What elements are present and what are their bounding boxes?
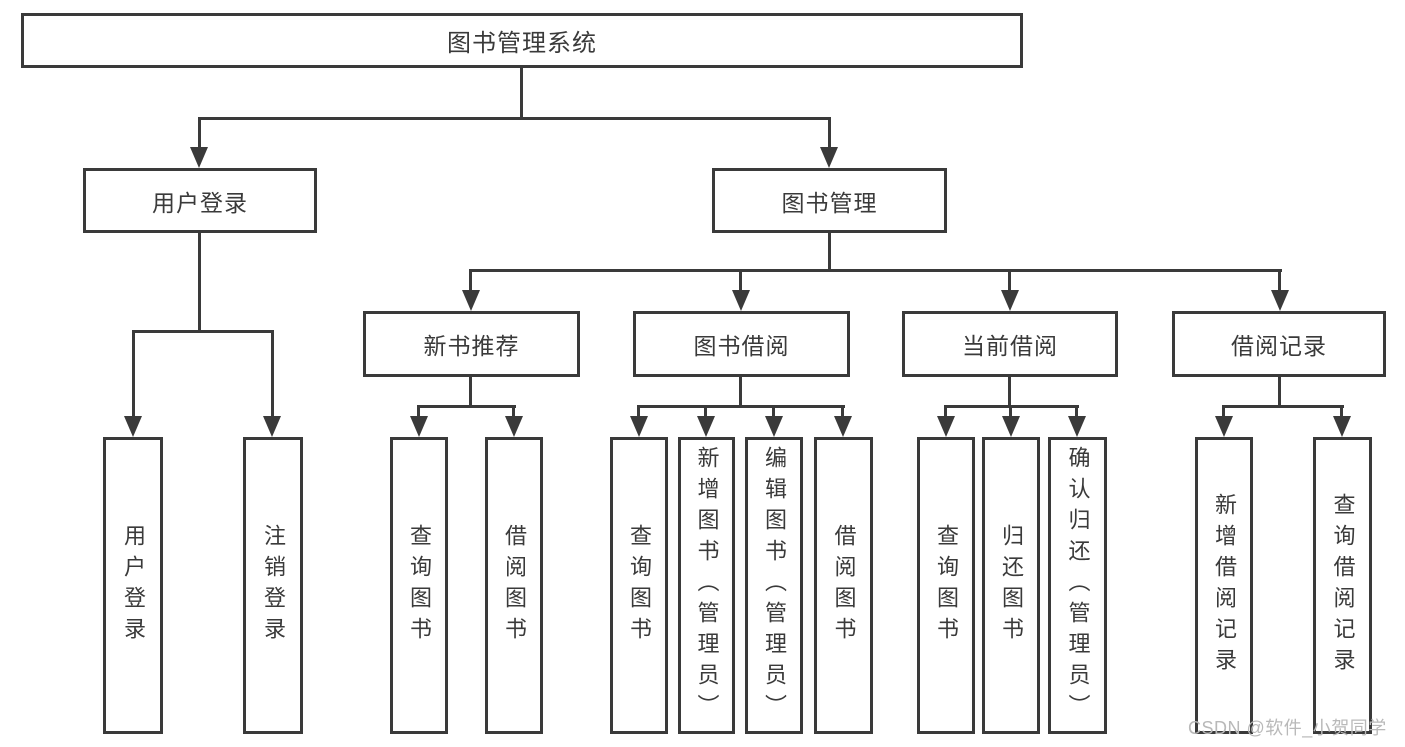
arrowhead-d2-icon [1002,416,1020,437]
arrowhead-book-management-icon [820,147,838,168]
connector-shaft-d2 [1009,405,1012,419]
leaf-add-books-admin-label: 新增图书（管理员） [694,446,720,725]
connector-borrow-records-branch [1222,405,1344,408]
leaf-borrow-books: 借阅图书 [814,437,873,734]
connector-book-management-branch [470,269,1282,272]
arrowhead-leaf-user-login-icon [124,416,142,437]
connector-shaft-e1 [1222,405,1225,419]
leaf-edit-books-admin-label: 编辑图书（管理员） [762,446,787,725]
leaf-add-borrow-record: 新增借阅记录 [1195,437,1253,734]
node-user-login: 用户登录 [83,168,317,233]
node-book-borrow: 图书借阅 [633,311,850,377]
leaf-return-books: 归还图书 [982,437,1040,734]
arrowhead-c1-icon [630,416,648,437]
node-current-borrow-label: 当前借阅 [962,333,1058,359]
leaf-add-borrow-record-label: 新增借阅记录 [1212,492,1237,679]
leaf-edit-books-admin: 编辑图书（管理员） [745,437,803,734]
arrowhead-c3-icon [765,416,783,437]
connector-shaft-c4 [841,405,844,419]
connector-root-feed [520,68,523,118]
connector-shaft-b1 [417,405,420,419]
arrowhead-e1-icon [1215,416,1233,437]
node-book-management-label: 图书管理 [781,189,878,216]
leaf-borrow-books-recommend: 借阅图书 [485,437,543,734]
node-borrow-records-label: 借阅记录 [1231,333,1327,359]
connector-book-borrow-feed [739,375,742,408]
connector-shaft-current-borrow [1008,269,1011,294]
leaf-confirm-return-admin-label: 确认归还（管理员） [1065,446,1091,725]
arrowhead-b1-icon [410,416,428,437]
arrowhead-new-book-icon [462,290,480,311]
connector-shaft-c1 [637,405,640,419]
connector-shaft-b2 [512,405,515,419]
connector-shaft-d1 [944,405,947,419]
node-new-book-recommend: 新书推荐 [363,311,580,377]
node-book-borrow-label: 图书借阅 [693,333,790,359]
connector-shaft-c3 [772,405,775,419]
arrowhead-d3-icon [1068,416,1086,437]
connector-shaft-e2 [1340,405,1343,419]
connector-shaft-book-management [828,117,831,150]
connector-new-book-branch [418,405,516,408]
connector-shaft-user-login [198,117,201,150]
connector-book-borrow-branch [637,405,845,408]
connector-new-book-feed [469,375,472,408]
leaf-user-login-label: 用户登录 [121,523,146,648]
connector-current-borrow-feed [1008,375,1011,408]
arrowhead-borrow-records-icon [1271,290,1289,311]
leaf-add-books-admin: 新增图书（管理员） [678,437,735,734]
leaf-query-books-recommend-label: 查询图书 [407,523,432,648]
arrowhead-c2-icon [697,416,715,437]
connector-shaft-leaf-user-login [132,330,135,419]
arrowhead-b2-icon [505,416,523,437]
arrowhead-d1-icon [937,416,955,437]
leaf-confirm-return-admin: 确认归还（管理员） [1048,437,1107,734]
connector-shaft-borrow-records [1278,269,1281,294]
leaf-query-books-current: 查询图书 [917,437,975,734]
arrowhead-user-login-icon [190,147,208,168]
leaf-query-books-borrow-label: 查询图书 [627,523,652,648]
leaf-query-borrow-record-label: 查询借阅记录 [1330,492,1356,679]
connector-user-login-feed [198,233,201,333]
leaf-borrow-books-label: 借阅图书 [831,523,857,648]
leaf-query-borrow-record: 查询借阅记录 [1313,437,1372,734]
leaf-query-books-borrow: 查询图书 [610,437,668,734]
connector-book-management-feed [828,233,831,272]
arrowhead-leaf-logout-icon [263,416,281,437]
arrowhead-book-borrow-icon [732,290,750,311]
connector-shaft-d3 [1075,405,1078,419]
connector-borrow-records-feed [1278,375,1281,408]
leaf-logout-label: 注销登录 [261,523,286,648]
connector-shaft-leaf-logout [271,330,274,419]
connector-user-login-branch [132,330,274,333]
leaf-query-books-recommend: 查询图书 [390,437,448,734]
connector-shaft-book-borrow [739,269,742,294]
leaf-logout: 注销登录 [243,437,303,734]
leaf-user-login: 用户登录 [103,437,163,734]
node-book-management: 图书管理 [712,168,947,233]
node-current-borrow: 当前借阅 [902,311,1118,377]
connector-shaft-c2 [704,405,707,419]
leaf-return-books-label: 归还图书 [999,523,1024,648]
arrowhead-e2-icon [1333,416,1351,437]
leaf-borrow-books-recommend-label: 借阅图书 [502,523,527,648]
node-new-book-recommend-label: 新书推荐 [423,333,520,359]
connector-shaft-new-book [469,269,472,294]
node-root-label: 图书管理系统 [447,30,597,57]
node-user-login-label: 用户登录 [152,189,248,216]
node-root: 图书管理系统 [21,13,1023,68]
connector-root-branch [198,117,831,120]
leaf-query-books-current-label: 查询图书 [934,523,959,648]
arrowhead-current-borrow-icon [1001,290,1019,311]
node-borrow-records: 借阅记录 [1172,311,1386,377]
arrowhead-c4-icon [834,416,852,437]
csdn-watermark: CSDN @软件_小贺同学 [1188,718,1387,738]
